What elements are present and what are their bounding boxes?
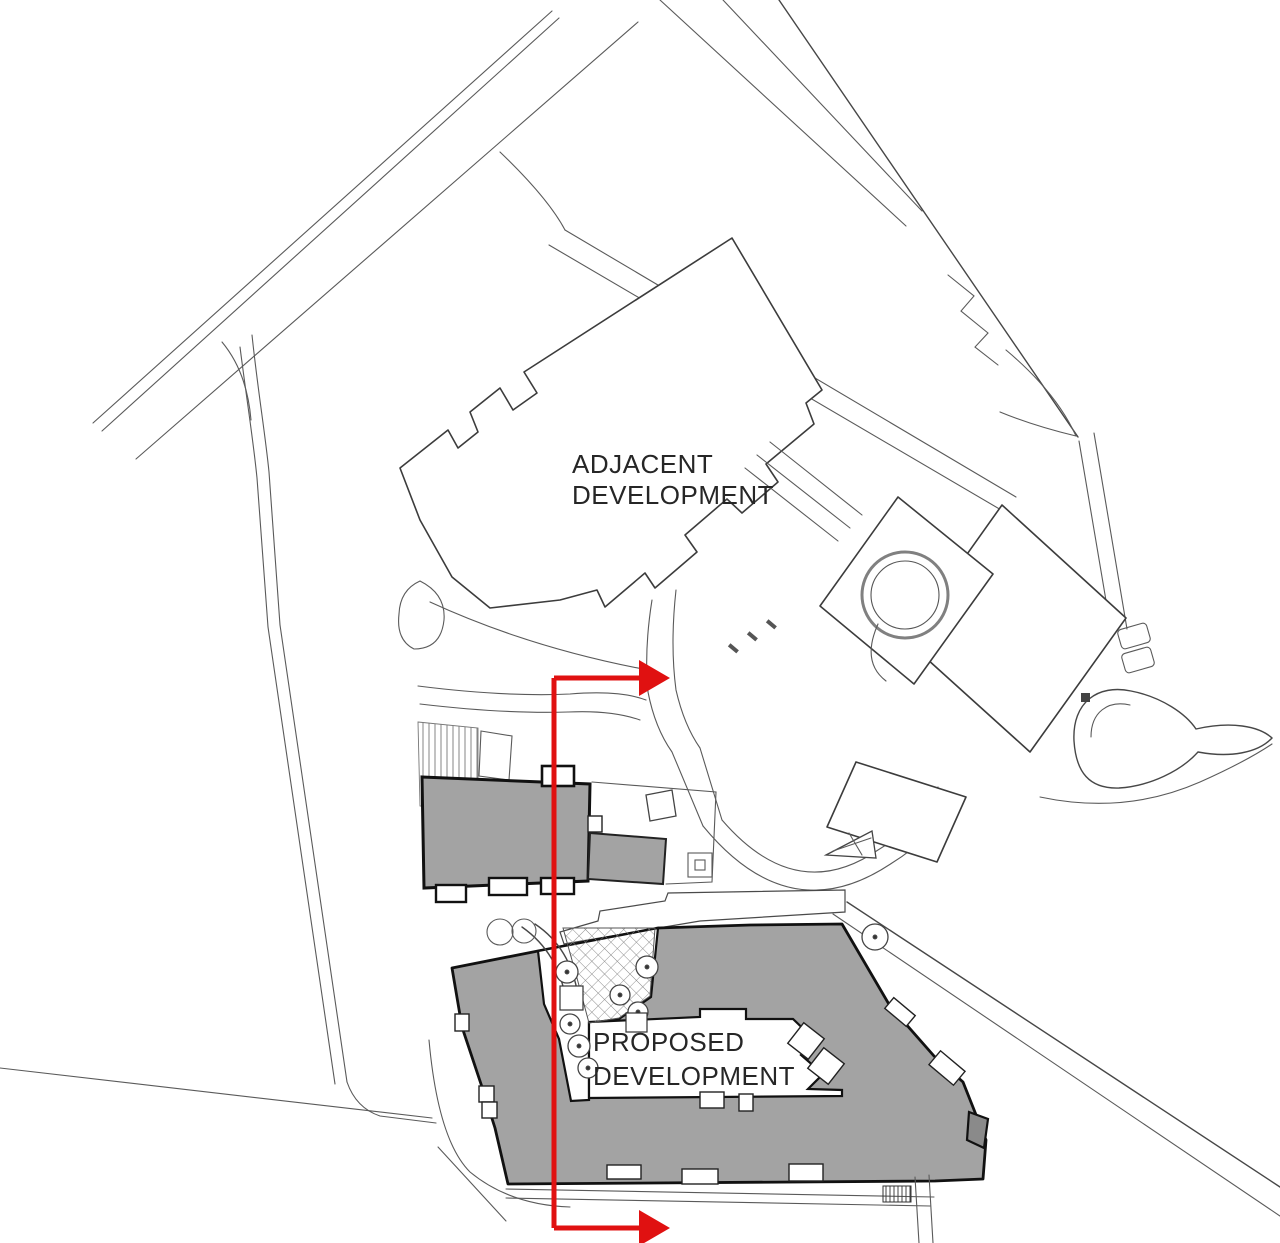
retained-building <box>420 775 592 890</box>
section-cut-line <box>551 660 670 1243</box>
tree-canopy-outline <box>398 580 445 650</box>
ramp-hatch <box>882 1185 912 1203</box>
landscape-features <box>428 918 935 1243</box>
courtyard-trees <box>555 923 889 1079</box>
east-courtyard-complex <box>819 496 1127 863</box>
paving-crosshatch <box>562 927 656 1024</box>
proposed-development-label-line1: PROPOSED <box>593 1027 744 1057</box>
corner-stair-core <box>965 1110 990 1150</box>
adjacent-development-label-line1: ADJACENT <box>572 449 713 479</box>
courtyard-circle-inner <box>870 560 940 630</box>
retained-building-annex <box>586 831 668 886</box>
section-arrow-top <box>639 660 670 696</box>
courtyard-circle-outer <box>860 550 950 640</box>
section-arrow-bottom <box>639 1210 670 1243</box>
adjacent-development-label-line2: DEVELOPMENT <box>572 480 774 510</box>
adjacent-development-building <box>398 237 863 650</box>
proposed-development-label-line2: DEVELOPMENT <box>593 1061 795 1091</box>
retained-building-group <box>417 721 717 904</box>
